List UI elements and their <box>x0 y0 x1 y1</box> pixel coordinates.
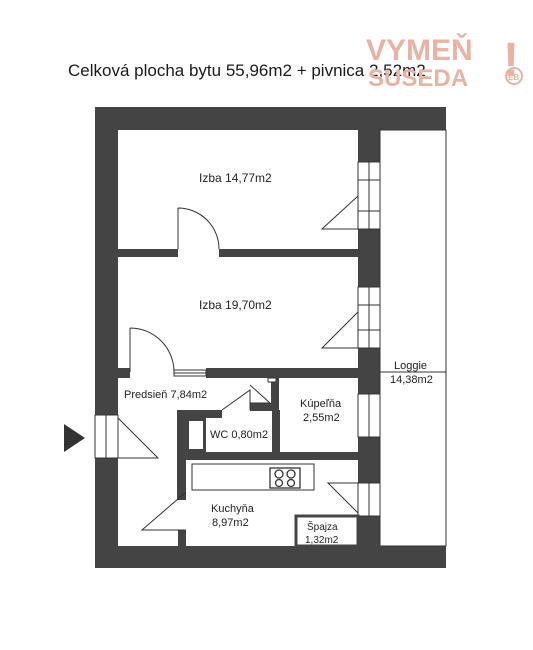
door-spajza <box>326 482 359 515</box>
pipe-marker <box>267 377 277 383</box>
wall-wc-right <box>272 410 280 458</box>
plan-title: Celková plocha bytu 55,96m2 + pivnica 2,… <box>68 61 426 80</box>
label-loggie-area: 14,38m2 <box>390 374 433 386</box>
label-spajza: Špajza <box>307 520 338 533</box>
wall-right-seg1 <box>358 130 380 162</box>
cooktop-icon <box>269 467 301 489</box>
wall-izba-divider-right <box>219 249 358 257</box>
window-swing-izba2 <box>320 311 359 349</box>
label-wc: WC 0,80m2 <box>210 429 268 441</box>
entrance-door-swing <box>117 417 160 459</box>
door-izba2 <box>129 327 175 373</box>
label-predsien: Predsieň 7,84m2 <box>124 389 207 401</box>
doors <box>117 195 359 531</box>
door-izba1 <box>177 207 220 250</box>
wall-izba2-bottom-right <box>206 368 358 378</box>
wall-left-lower <box>95 458 118 568</box>
entrance-arrow-icon <box>64 424 85 452</box>
interior-walls <box>118 249 358 546</box>
label-izba1: Izba 14,77m2 <box>199 171 272 185</box>
loggie-frame <box>379 129 447 547</box>
fixtures <box>186 418 360 548</box>
logo-badge-ring <box>505 67 523 85</box>
wall-right-seg3 <box>358 348 380 394</box>
brand-logo: VYMEŇ SUSEDA ! EB <box>366 33 523 92</box>
wall-izba2-bottom-left <box>118 368 130 378</box>
logo-line1: VYMEŇ <box>366 33 473 67</box>
wall-kupelna-wc-top <box>250 403 279 411</box>
door-kupelna <box>249 384 272 404</box>
label-kupelna-area: 2,55m2 <box>303 412 340 424</box>
spajza-box <box>294 514 360 548</box>
wall-wc-top <box>177 410 222 418</box>
label-loggie: Loggie <box>394 360 427 372</box>
kitchen-counter <box>191 463 315 491</box>
logo-line2: SUSEDA <box>368 65 468 92</box>
wall-left-upper <box>95 107 118 415</box>
label-kuchyna: Kuchyňa <box>211 503 255 515</box>
label-kuchyna-area: 8,97m2 <box>212 517 249 529</box>
label-kupelna: Kúpeľňa <box>300 398 342 410</box>
door-wc <box>221 389 251 411</box>
loggie-outline <box>379 129 447 547</box>
label-izba2: Izba 19,70m2 <box>199 298 272 312</box>
outer-walls <box>95 107 446 568</box>
wall-kitchen-top <box>280 452 358 460</box>
wall-top <box>95 107 446 130</box>
door-kuchyna <box>140 491 187 531</box>
label-spajza-area: 1,32m2 <box>305 535 339 546</box>
wall-kitchen-left-bottom <box>178 530 186 546</box>
wall-wc-bottom <box>177 452 280 460</box>
room-labels: Izba 14,77m2 Izba 19,70m2 Loggie 14,38m2… <box>124 171 433 546</box>
windows <box>94 161 381 517</box>
wall-bottom <box>95 546 446 568</box>
wall-right-seg2 <box>358 229 380 287</box>
window-swing-izba1 <box>320 195 359 230</box>
wall-right-seg4 <box>358 437 380 483</box>
wall-izba-divider-left <box>118 249 178 257</box>
wc-bowl <box>189 421 203 449</box>
logo-badge: EB <box>508 73 519 82</box>
wall-right-seg5 <box>358 516 380 546</box>
wall-kupelna-left-top <box>271 378 279 403</box>
